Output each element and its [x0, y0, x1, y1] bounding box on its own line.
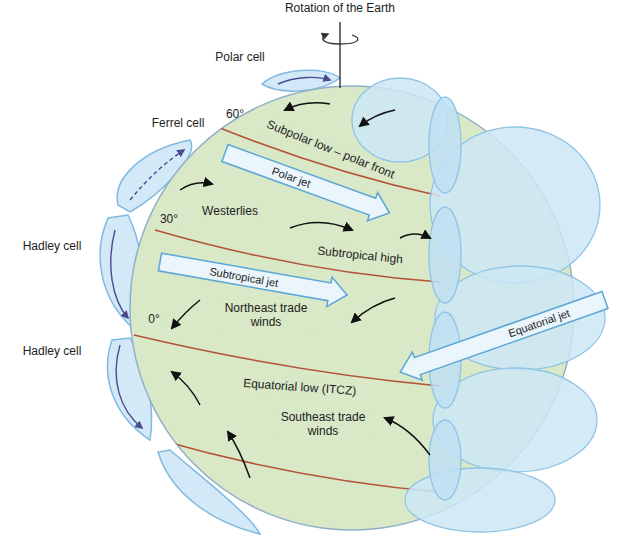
cell-section: [405, 468, 555, 532]
wind-arrow: [172, 300, 200, 328]
latitude-line: [160, 440, 440, 492]
axis-line: [339, 22, 340, 88]
diagram-label: Subtropical high: [314, 244, 405, 267]
diagram-label: Westerlies: [200, 205, 260, 219]
cell-lens: [429, 97, 461, 193]
diagram-label: Hadley cell: [21, 345, 84, 359]
wind-arrow: [172, 372, 200, 405]
diagram-label: 0°: [146, 313, 161, 327]
cell-lens: [429, 420, 461, 500]
diagram-label: Polar jet: [268, 163, 314, 190]
latitude-lines: [134, 128, 440, 492]
wind-arrow: [400, 234, 430, 238]
wind-arrow: [290, 222, 352, 230]
jet-arrow: [395, 286, 610, 386]
cell-lens: [429, 207, 461, 303]
wind-arrow: [360, 110, 395, 126]
cell-flow-arrow: [278, 77, 330, 84]
rotation-arrow: [323, 34, 358, 44]
diagram-label: Subtropical jet: [207, 264, 282, 289]
diagram-label: Northeast trade winds: [219, 302, 313, 330]
diagram-label: 60°: [224, 108, 246, 122]
diagram-label: Polar cell: [213, 51, 266, 65]
diagram-label: Rotation of the Earth: [283, 2, 397, 16]
cell-flow-arrow: [111, 230, 128, 318]
wind-arrow: [285, 103, 330, 110]
diagram-label: Equatorial jet: [505, 306, 574, 341]
wind-arrow: [228, 432, 250, 478]
diagram-label: Hadley cell: [21, 240, 84, 254]
wind-arrow: [385, 418, 430, 455]
wind-arrow: [352, 298, 395, 322]
diagram-label: Equatorial low (ITCZ): [241, 377, 359, 399]
diagram-label: Ferrel cell: [150, 117, 207, 131]
rotation-axis: [323, 22, 358, 88]
diagram-label: Southeast trade winds: [276, 411, 370, 439]
diagram-label: 30°: [158, 213, 180, 227]
wind-arrow: [180, 183, 212, 190]
